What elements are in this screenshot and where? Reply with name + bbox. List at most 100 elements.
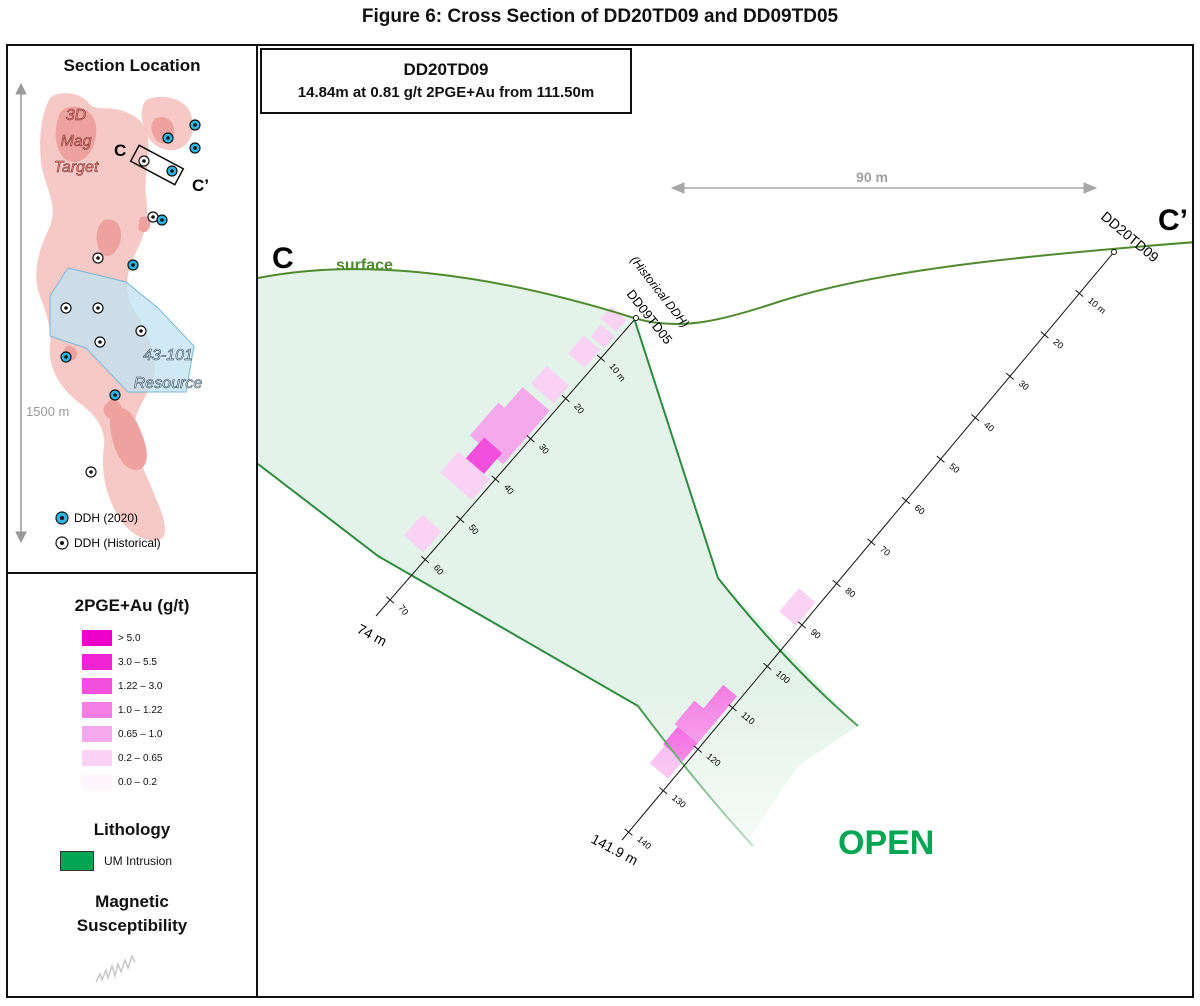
legend-historical-label: DDH (Historical)	[74, 536, 161, 550]
grade-legend-item: 1.0 – 1.22	[82, 702, 162, 718]
grade-label: 1.22 – 3.0	[118, 680, 163, 692]
grade-interval	[469, 402, 532, 465]
dd20td09-end-depth: 141.9 m	[589, 831, 641, 869]
grade-label: > 5.0	[118, 632, 141, 644]
grade-legend-item: 3.0 – 5.5	[82, 654, 157, 670]
depth-tick-label: 50	[947, 461, 961, 475]
grade-interval	[465, 437, 503, 475]
grade-legend-item: 0.2 – 0.65	[82, 750, 162, 766]
depth-tick	[491, 475, 500, 483]
depth-tick	[693, 745, 703, 753]
drill-holes-2020	[60, 119, 201, 401]
depth-tick	[596, 354, 605, 362]
depth-tick	[624, 828, 633, 836]
grade-interval	[590, 324, 615, 349]
dd20td09-collar	[1111, 249, 1117, 255]
depth-tick-label: 90	[809, 627, 823, 641]
depth-tick	[659, 787, 668, 795]
dd20td09-hole-name: DD20TD09	[1098, 208, 1162, 265]
depth-tick-label: 10 m	[1086, 295, 1108, 316]
callout-intercept-text: 14.84m at 0.81 g/t 2PGE+Au from 111.50m	[297, 84, 595, 101]
grade-label: 3.0 – 5.5	[118, 656, 157, 668]
lithology-label: UM Intrusion	[104, 854, 173, 868]
depth-tick	[456, 515, 465, 524]
depth-tick	[797, 621, 807, 629]
depth-tick	[971, 414, 980, 422]
mag-heading-line-1: Magnetic	[95, 892, 169, 911]
resource-polygon	[49, 267, 195, 393]
section-location-heading: Section Location	[63, 56, 201, 75]
section-end-label: C’	[192, 176, 209, 195]
lithology-swatch	[60, 851, 94, 871]
depth-tick-label: 70	[878, 544, 892, 558]
grade-interval	[600, 306, 627, 332]
surface-label: surface	[336, 257, 393, 274]
mag-susceptibility-trace	[95, 954, 136, 983]
depth-tick	[421, 555, 430, 564]
grade-legend-item: 1.22 – 3.0	[82, 678, 162, 694]
location-map: 3D Mag Target 43-101 Resource C C’ 1500 …	[15, 82, 209, 550]
section-line-box	[129, 144, 185, 186]
grade-swatch	[82, 750, 112, 766]
dd09td05-collar	[633, 315, 639, 321]
legend-2020-label: DDH (2020)	[74, 511, 138, 525]
grade-swatch	[82, 630, 112, 646]
target-label-line-3: Target	[54, 159, 99, 176]
depth-tick-label: 30	[1017, 378, 1031, 392]
grade-legend-item: 0.65 – 1.0	[82, 726, 162, 742]
depth-tick	[901, 497, 911, 505]
mag-anomaly	[36, 93, 193, 541]
depth-tick	[728, 704, 737, 712]
depth-tick	[936, 455, 945, 463]
depth-tick	[526, 435, 535, 443]
grade-label: 0.0 – 0.2	[118, 776, 157, 788]
depth-tick	[832, 579, 841, 588]
grade-swatch	[82, 654, 112, 670]
depth-tick	[1040, 331, 1049, 339]
distance-label: 90 m	[856, 169, 888, 185]
grade-label: 1.0 – 1.22	[118, 704, 163, 716]
resource-label-line-2: Resource	[134, 375, 203, 392]
depth-tick-label: 20	[572, 402, 586, 416]
depth-tick-label: 70	[396, 603, 410, 617]
dd09td05-trace	[375, 317, 637, 617]
depth-tick-label: 20	[1051, 337, 1065, 351]
grade-interval	[403, 514, 442, 553]
grade-interval	[440, 451, 490, 501]
depth-tick-label: 30	[537, 442, 551, 456]
grade-interval	[504, 387, 550, 432]
mag-heading-line-2: Susceptibility	[76, 916, 188, 935]
legend-2020-symbol-center	[60, 516, 64, 520]
grade-interval	[530, 365, 570, 404]
distance-arrow	[670, 182, 1098, 194]
callout-hole-name: DD20TD09	[403, 60, 489, 79]
section-end-right: C’	[1158, 204, 1188, 237]
dd09td05-grade-intervals	[403, 306, 627, 553]
section-start-label: C	[114, 141, 126, 160]
open-fade	[638, 686, 898, 916]
grade-interval	[568, 335, 601, 368]
grade-label: 0.65 – 1.0	[118, 728, 163, 740]
grade-legend-item: 0.0 – 0.2	[82, 774, 157, 790]
dd20td09-trace	[621, 251, 1115, 841]
target-label-line-2: Mag	[60, 133, 91, 150]
depth-tick-label: 80	[843, 585, 857, 599]
grade-interval	[779, 588, 816, 626]
depth-tick-label: 60	[432, 563, 446, 577]
depth-tick	[385, 596, 395, 604]
depth-tick	[763, 662, 772, 670]
lithology-legend-item: UM Intrusion	[60, 851, 173, 871]
surface-line	[258, 241, 1192, 326]
depth-tick-label: 50	[467, 522, 481, 536]
grade-swatch	[82, 726, 112, 742]
figure-title: Figure 6: Cross Section of DD20TD09 and …	[361, 6, 839, 27]
drill-hole-2020-centers	[64, 123, 197, 397]
depth-tick-label: 40	[982, 420, 996, 434]
intercept-callout: DD20TD09 14.84m at 0.81 g/t 2PGE+Au from…	[260, 48, 632, 114]
target-label-line-1: 3D	[66, 107, 87, 124]
open-label: OPEN	[838, 824, 934, 862]
scale-bar	[15, 82, 27, 544]
historical-drill-holes	[60, 155, 159, 478]
